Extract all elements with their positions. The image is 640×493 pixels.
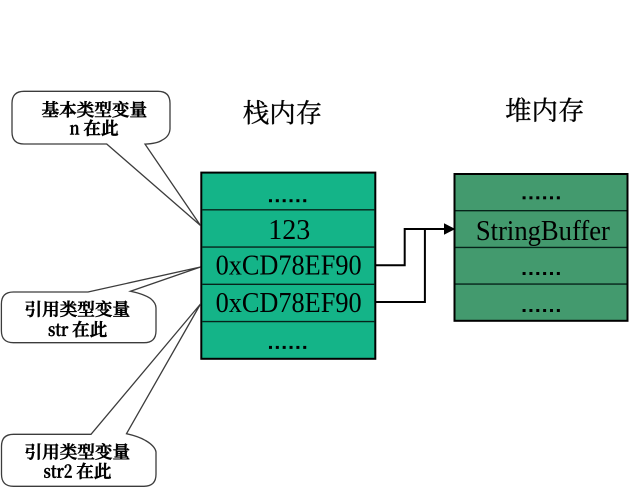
svg-text:StringBuffer: StringBuffer (476, 216, 610, 247)
svg-text:123: 123 (268, 215, 310, 246)
svg-text:0xCD78EF90: 0xCD78EF90 (216, 251, 362, 282)
svg-text:0xCD78EF90: 0xCD78EF90 (216, 288, 362, 319)
